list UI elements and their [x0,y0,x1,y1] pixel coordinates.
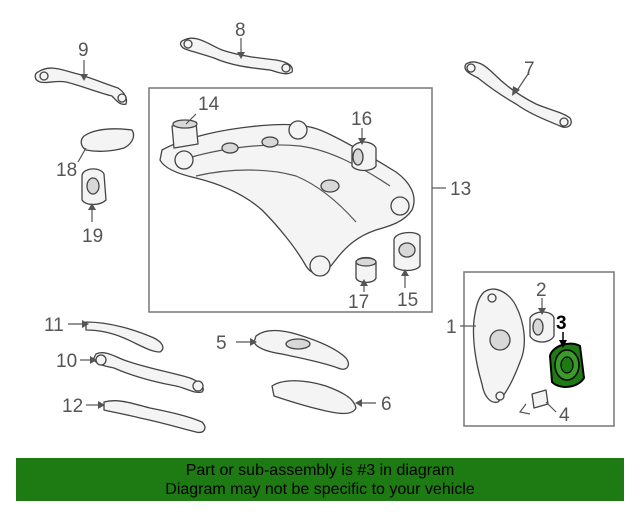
knuckle-1[interactable] [472,288,526,403]
callout-12: 12 [62,396,83,417]
callout-11: 11 [44,315,64,336]
mount-19[interactable] [81,168,107,206]
shield-6[interactable] [271,380,357,415]
callout-14: 14 [198,94,220,115]
mount-15[interactable] [393,231,421,272]
bushing-17[interactable] [355,256,377,284]
callout-15: 15 [397,290,418,311]
callout-19: 19 [82,226,103,247]
hub-bearing-3[interactable] [548,342,586,388]
callout-3: 3 [556,313,567,334]
link-11[interactable] [85,321,164,353]
bushing-2[interactable] [529,311,555,343]
notice-line-2: Diagram may not be specific to your vehi… [165,481,475,498]
subframe-group-box [148,87,433,313]
callout-6: 6 [381,394,392,415]
callout-18: 18 [56,160,77,181]
control-arm-7[interactable] [464,61,572,128]
link-12[interactable] [103,400,206,434]
bushing-14[interactable] [171,119,199,149]
control-arm-5[interactable] [253,329,350,370]
knuckle-group-box [463,271,615,427]
bracket-18[interactable] [80,128,135,152]
callout-4: 4 [559,405,570,426]
callout-8: 8 [235,20,246,41]
control-arm-8[interactable] [179,37,294,75]
callout-1: 1 [446,317,457,338]
notice-banner: Part or sub-assembly is #3 in diagram Di… [16,458,624,501]
callout-13: 13 [450,179,471,200]
bushing-16[interactable] [351,141,377,172]
callout-2: 2 [536,280,547,301]
control-arm-9[interactable] [34,67,128,106]
callout-7: 7 [524,59,535,80]
notice-line-1: Part or sub-assembly is #3 in diagram [185,462,455,479]
sensor-4[interactable] [518,389,549,415]
callout-5: 5 [216,333,227,354]
callout-17: 17 [348,292,369,313]
parts-diagram: 9 8 7 18 19 13 [34,20,615,434]
control-arm-10[interactable] [93,352,204,394]
callout-16: 16 [351,109,372,130]
callout-10: 10 [56,351,77,372]
callout-9: 9 [78,40,89,61]
